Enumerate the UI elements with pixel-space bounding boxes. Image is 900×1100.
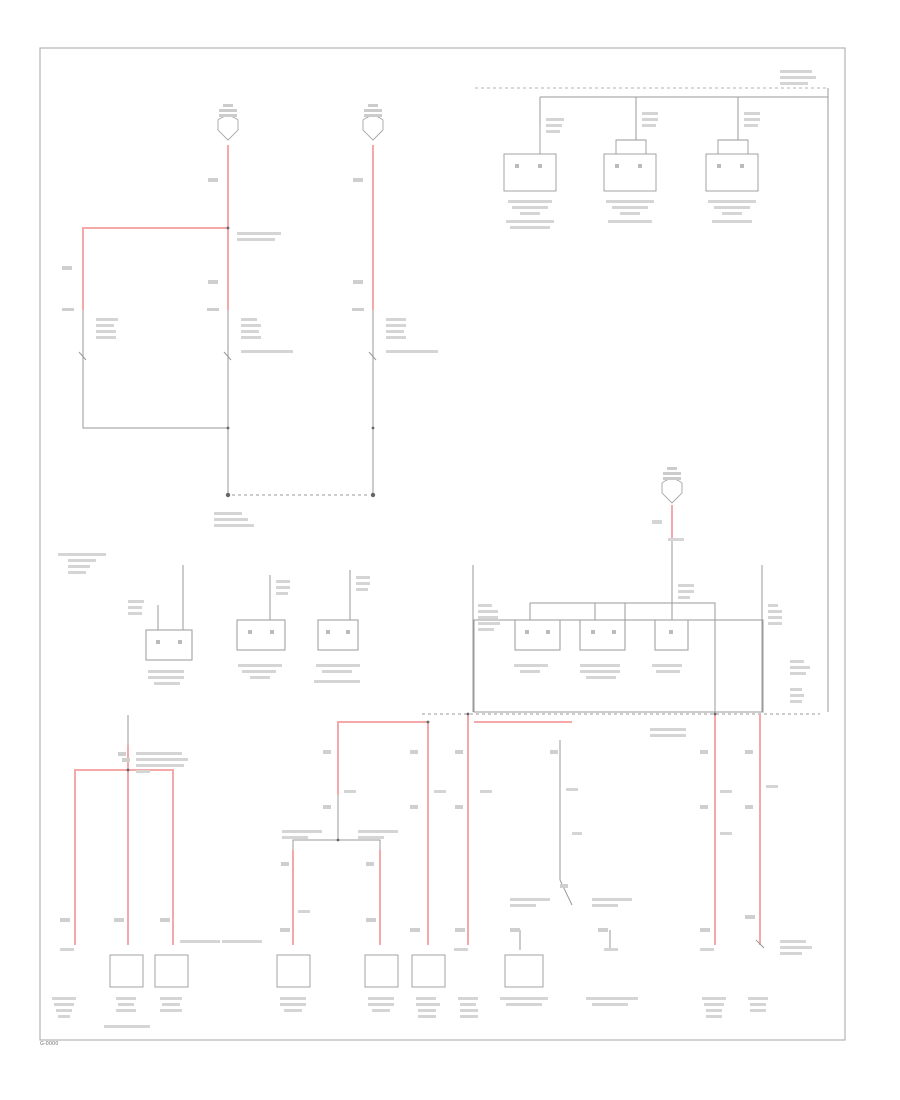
splice-points-bottom bbox=[126, 712, 717, 842]
relay-pins-middle-left bbox=[156, 630, 350, 644]
footer-code: G-0000 bbox=[40, 1041, 59, 1047]
middle-right-wiring bbox=[422, 540, 820, 715]
relay-pins-middle bbox=[525, 630, 673, 634]
connectors-bottom bbox=[60, 750, 755, 932]
power-wires-bottom bbox=[74, 714, 761, 945]
fuse-block-1 bbox=[217, 104, 239, 141]
component-labels-bottom bbox=[52, 997, 768, 1028]
fuse-block-2 bbox=[362, 104, 384, 141]
ground-wires-bottom bbox=[127, 715, 765, 950]
fuse-block-3 bbox=[661, 467, 683, 504]
splice-points-top bbox=[225, 226, 376, 498]
components-bottom bbox=[109, 954, 544, 988]
labels-middle-right bbox=[478, 520, 810, 737]
labels-bottom-wires bbox=[60, 752, 812, 955]
bus-labels bbox=[546, 70, 816, 133]
relay-labels-top bbox=[506, 200, 756, 229]
diagram-frame bbox=[39, 47, 846, 1041]
labels-middle-left bbox=[58, 553, 370, 685]
fuse-labels-top-left bbox=[96, 232, 438, 527]
bus-bar-top-right bbox=[475, 87, 829, 712]
relay-pins-top bbox=[515, 164, 744, 168]
ground-wires-top bbox=[78, 310, 377, 496]
middle-left-wiring bbox=[145, 565, 359, 661]
relay-boxes-top bbox=[503, 125, 759, 192]
connectors-top-left bbox=[62, 178, 364, 311]
